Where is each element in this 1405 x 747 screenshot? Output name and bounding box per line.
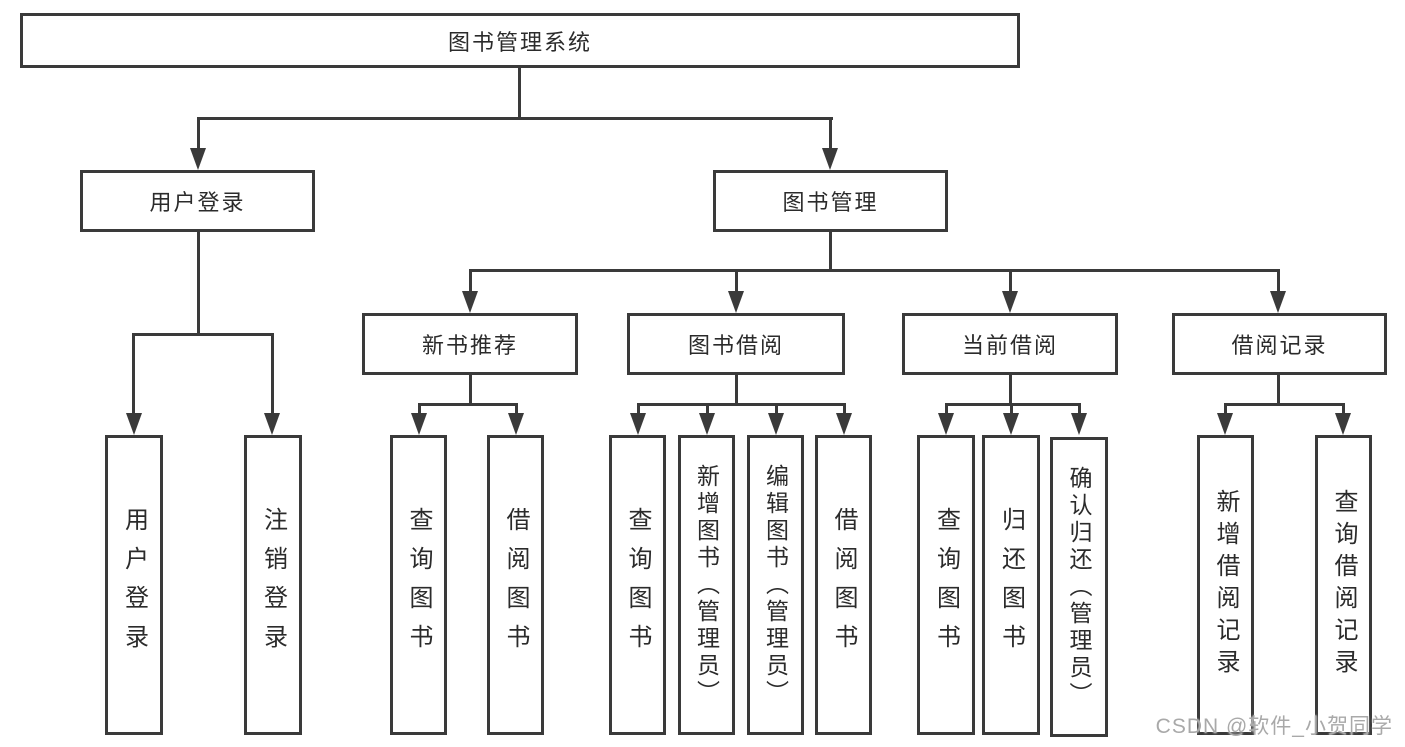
connector-line: [469, 269, 1280, 272]
connector-arrow: [1003, 413, 1019, 435]
node-borrow-records-label: 借阅记录: [1231, 333, 1328, 358]
connector-line: [1342, 403, 1345, 415]
leaf-newbooks-query-books: 查询图书: [390, 435, 447, 735]
leaf-borrow-query-books: 查询图书: [609, 435, 666, 735]
connector-arrow: [822, 148, 838, 170]
leaf-borrow-add-books-admin: 新增图书（管理员）: [678, 435, 735, 735]
leaf-user-login-label: 用户登录: [120, 507, 148, 663]
connector-line: [775, 403, 778, 415]
connector-line: [945, 403, 948, 415]
connector-arrow: [630, 413, 646, 435]
connector-arrow: [264, 413, 280, 435]
node-user-login-label: 用户登录: [149, 190, 246, 215]
connector-line: [197, 232, 200, 336]
connector-arrow: [1270, 291, 1286, 313]
connector-line: [132, 333, 135, 415]
connector-arrow: [836, 413, 852, 435]
connector-line: [132, 333, 274, 336]
connector-line: [1009, 269, 1012, 293]
leaf-current-confirm-return-admin: 确认归还（管理员）: [1050, 437, 1108, 737]
connector-line: [518, 68, 521, 120]
leaf-current-return-books: 归还图书: [982, 435, 1040, 735]
leaf-borrow-edit-books-admin-label: 编辑图书（管理员）: [762, 463, 789, 707]
connector-arrow: [126, 413, 142, 435]
connector-line: [271, 333, 274, 415]
connector-line: [637, 403, 640, 415]
leaf-current-query-books-label: 查询图书: [932, 507, 960, 663]
connector-line: [829, 232, 832, 272]
connector-line: [1078, 403, 1081, 415]
node-user-login: 用户登录: [80, 170, 315, 232]
connector-line: [1010, 403, 1013, 415]
connector-line: [469, 269, 472, 293]
leaf-current-confirm-return-admin-label: 确认归还（管理员）: [1066, 465, 1092, 709]
leaf-records-query-record-label: 查询借阅记录: [1330, 489, 1357, 681]
node-new-book-recommend-label: 新书推荐: [421, 333, 518, 358]
connector-arrow: [462, 291, 478, 313]
node-book-management-label: 图书管理: [782, 190, 879, 215]
leaf-borrow-borrow-books-label: 借阅图书: [830, 507, 857, 663]
connector-arrow: [728, 291, 744, 313]
connector-line: [197, 117, 200, 151]
connector-line: [843, 403, 846, 415]
node-new-book-recommend: 新书推荐: [362, 313, 578, 375]
leaf-borrow-query-books-label: 查询图书: [624, 507, 651, 663]
leaf-newbooks-query-books-label: 查询图书: [405, 507, 432, 663]
connector-line: [706, 403, 709, 415]
leaf-borrow-borrow-books: 借阅图书: [815, 435, 872, 735]
node-root: 图书管理系统: [20, 13, 1020, 68]
connector-arrow: [411, 413, 427, 435]
connector-line: [418, 403, 518, 406]
leaf-borrow-add-books-admin-label: 新增图书（管理员）: [693, 463, 720, 707]
leaf-records-add-record-label: 新增借阅记录: [1212, 489, 1239, 681]
connector-line: [197, 117, 833, 120]
leaf-current-query-books: 查询图书: [917, 435, 975, 735]
csdn-watermark: CSDN @软件_小贺同学: [1155, 715, 1393, 738]
leaf-records-query-record: 查询借阅记录: [1315, 435, 1372, 735]
connector-arrow: [1335, 413, 1351, 435]
connector-arrow: [699, 413, 715, 435]
connector-line: [637, 403, 846, 406]
connector-line: [735, 375, 738, 406]
connector-line: [1009, 375, 1012, 406]
connector-arrow: [1002, 291, 1018, 313]
leaf-logout: 注销登录: [244, 435, 302, 735]
connector-line: [829, 117, 832, 151]
connector-line: [1277, 375, 1280, 406]
connector-line: [1277, 269, 1280, 293]
connector-line: [515, 403, 518, 415]
node-book-borrow-label: 图书借阅: [687, 333, 784, 358]
leaf-logout-label: 注销登录: [259, 507, 287, 663]
connector-line: [1224, 403, 1227, 415]
node-current-borrow-label: 当前借阅: [961, 333, 1058, 358]
leaf-current-return-books-label: 归还图书: [997, 507, 1025, 663]
connector-line: [1224, 403, 1344, 406]
connector-line: [469, 375, 472, 406]
connector-line: [945, 403, 1081, 406]
node-book-borrow: 图书借阅: [627, 313, 845, 375]
connector-line: [735, 269, 738, 293]
leaf-records-add-record: 新增借阅记录: [1197, 435, 1254, 735]
leaf-user-login: 用户登录: [105, 435, 163, 735]
node-borrow-records: 借阅记录: [1172, 313, 1387, 375]
node-root-label: 图书管理系统: [447, 29, 592, 55]
node-current-borrow: 当前借阅: [902, 313, 1118, 375]
connector-line: [418, 403, 421, 415]
connector-arrow: [938, 413, 954, 435]
leaf-newbooks-borrow-books-label: 借阅图书: [502, 507, 529, 663]
leaf-newbooks-borrow-books: 借阅图书: [487, 435, 544, 735]
connector-arrow: [508, 413, 524, 435]
connector-arrow: [1071, 413, 1087, 435]
connector-arrow: [768, 413, 784, 435]
leaf-borrow-edit-books-admin: 编辑图书（管理员）: [747, 435, 804, 735]
connector-arrow: [1217, 413, 1233, 435]
node-book-management: 图书管理: [713, 170, 948, 232]
connector-arrow: [190, 148, 206, 170]
